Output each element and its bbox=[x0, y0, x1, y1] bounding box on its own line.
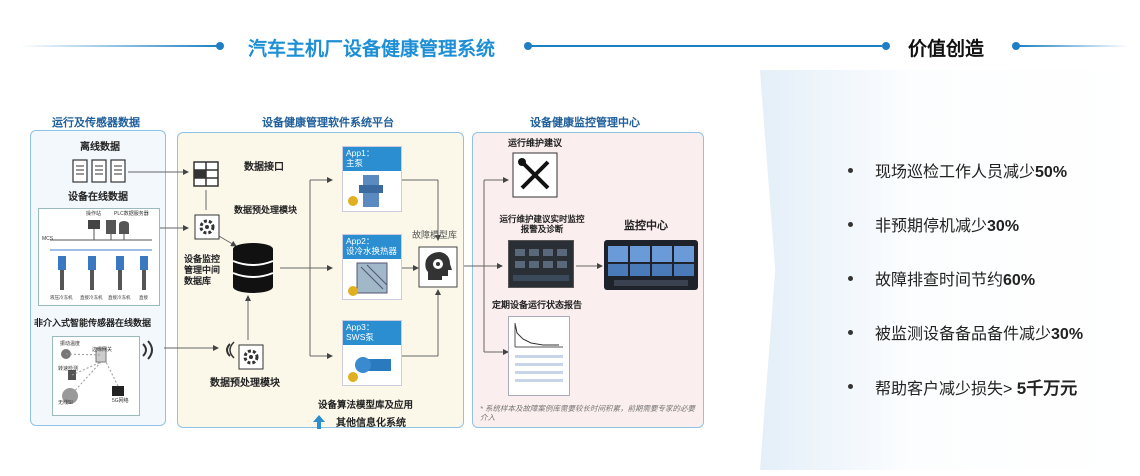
report-graphic bbox=[514, 322, 563, 382]
wifi-signal-icon bbox=[226, 341, 235, 359]
non-intrusive-label: 非介入式智能传感器在线数据 bbox=[34, 318, 152, 328]
header-line-mid bbox=[530, 45, 882, 47]
sensor-label-gateway: 边缘网关 bbox=[92, 347, 113, 353]
header-line-left bbox=[20, 45, 220, 47]
benefit-item: 非预期停机减少30% bbox=[848, 212, 1019, 236]
other-systems-label: 其他信息化系统 bbox=[336, 418, 406, 429]
header-line-right bbox=[1018, 45, 1128, 47]
preprocess-top-label: 数据预处理模块 bbox=[234, 205, 298, 215]
value-title: 价值创造 bbox=[908, 39, 985, 60]
footnote: * 系统样本及故障案例库需要较长时间积累，前期需要专家的必要介入 bbox=[480, 404, 696, 422]
benefit-item: 现场巡检工作人员减少50% bbox=[848, 158, 1067, 182]
arrow-up-icon bbox=[313, 415, 325, 429]
report-label: 定期设备运行状态报告 bbox=[492, 300, 583, 310]
benefit-text: 故障排查时间节约 bbox=[875, 272, 1004, 289]
header-dot-right bbox=[1012, 42, 1020, 50]
data-interface-icon bbox=[193, 161, 219, 187]
gear-icon bbox=[238, 344, 264, 370]
fault-lib-label: 故障模型库 bbox=[412, 230, 458, 240]
section-label-left: 运行及传感器数据 bbox=[52, 117, 140, 129]
benefit-text: 帮助客户减少损失> bbox=[875, 381, 1017, 398]
app2-card: App2： 设冷水换热器 bbox=[342, 234, 402, 300]
bullet-icon bbox=[848, 384, 853, 389]
bullet-icon bbox=[848, 329, 853, 335]
app3-card: App3： SWS泵 bbox=[342, 320, 402, 386]
tools-icon bbox=[512, 152, 558, 198]
app1-sub: 主泵 bbox=[346, 157, 364, 168]
monitor-wall-graphic bbox=[608, 246, 694, 286]
monitor-center-image bbox=[604, 240, 698, 290]
section-label-middle: 设备健康管理软件系统平台 bbox=[262, 117, 394, 129]
network-diagram bbox=[50, 220, 152, 290]
middle-panel bbox=[177, 132, 464, 428]
sensor-diagram bbox=[61, 347, 124, 404]
mini-label-plc: PLC数据服务器 bbox=[114, 211, 149, 217]
benefits-backdrop bbox=[760, 70, 1140, 470]
db-label: 设备监控管理中间数据库 bbox=[184, 254, 221, 286]
header-dot-left bbox=[216, 42, 224, 50]
device-label-1: 液压冷冻机 bbox=[50, 295, 73, 300]
realtime-screenshot bbox=[508, 240, 574, 288]
device-label-3: 直接冷冻机 bbox=[108, 295, 131, 300]
brain-gear-icon bbox=[418, 246, 458, 288]
header-dot-mid-right bbox=[882, 42, 890, 50]
device-label-2: 直接冷冻机 bbox=[80, 295, 103, 300]
preprocess-bottom-label: 数据预处理模块 bbox=[210, 378, 280, 389]
benefit-value: 30% bbox=[1051, 326, 1084, 343]
benefit-text: 非预期停机减少 bbox=[875, 218, 988, 235]
app3-title: App3： bbox=[346, 322, 375, 332]
bullet-icon bbox=[848, 275, 853, 281]
mini-label-mcs: MCS bbox=[42, 236, 54, 242]
gear-icon bbox=[194, 214, 220, 240]
benefit-text: 现场巡检工作人员减少 bbox=[875, 164, 1036, 181]
data-interface-label: 数据接口 bbox=[244, 162, 284, 173]
benefit-item: 被监测设备备品备件减少30% bbox=[848, 320, 1083, 344]
sensor-label-5g: 5G网络 bbox=[112, 398, 129, 404]
benefit-value: 5千万元 bbox=[1016, 379, 1078, 398]
app1-title: App1： bbox=[346, 148, 375, 158]
realtime-label: 运行维护建议实时监控报警及诊断 bbox=[499, 214, 585, 235]
app3-header: App3： SWS泵 bbox=[343, 321, 401, 345]
online-data-label: 设备在线数据 bbox=[68, 192, 128, 203]
sensor-label-wireless: 无线SI bbox=[58, 400, 73, 406]
sws-pump-icon bbox=[348, 356, 391, 382]
bullet-icon bbox=[848, 221, 853, 227]
benefit-value: 50% bbox=[1035, 164, 1068, 181]
app3-sub: SWS泵 bbox=[346, 331, 374, 342]
pump-icon bbox=[348, 174, 383, 207]
device-label-4: 直接 bbox=[139, 295, 148, 300]
page-title: 汽车主机厂设备健康管理系统 bbox=[248, 39, 496, 60]
offline-data-label: 离线数据 bbox=[80, 142, 120, 153]
app2-header: App2： 设冷水换热器 bbox=[343, 235, 401, 259]
wifi-signal-icon bbox=[142, 340, 153, 360]
app1-card: App1： 主泵 bbox=[342, 146, 402, 212]
bullet-icon bbox=[848, 167, 853, 173]
benefit-value: 60% bbox=[1003, 272, 1036, 289]
benefit-item: 故障排查时间节约60% bbox=[848, 266, 1035, 290]
app2-sub: 设冷水换热器 bbox=[346, 245, 398, 256]
benefit-text: 被监测设备备品备件减少 bbox=[875, 326, 1052, 343]
app2-title: App2： bbox=[346, 236, 375, 246]
benefit-value: 30% bbox=[987, 218, 1020, 235]
maintenance-advice-label: 运行维护建议 bbox=[508, 138, 563, 148]
document-icon bbox=[72, 159, 126, 183]
header-dot-mid-left bbox=[524, 42, 532, 50]
section-label-right: 设备健康监控管理中心 bbox=[530, 117, 640, 129]
heat-exchanger-icon bbox=[348, 262, 388, 296]
report-document bbox=[508, 316, 570, 396]
sensor-label-vibration: 振动温度 bbox=[60, 341, 81, 347]
sensor-label-speed: 转速检测 bbox=[58, 366, 79, 372]
database-icon bbox=[232, 243, 274, 293]
benefit-item: 帮助客户减少损失> 5千万元 bbox=[848, 374, 1077, 399]
mini-label-operator: 操作站 bbox=[86, 211, 102, 217]
monitor-center-label: 监控中心 bbox=[624, 220, 668, 232]
app1-header: App1： 主泵 bbox=[343, 147, 401, 171]
dashboard-graphic bbox=[513, 249, 569, 281]
algo-label: 设备算法模型库及应用 bbox=[318, 400, 414, 411]
